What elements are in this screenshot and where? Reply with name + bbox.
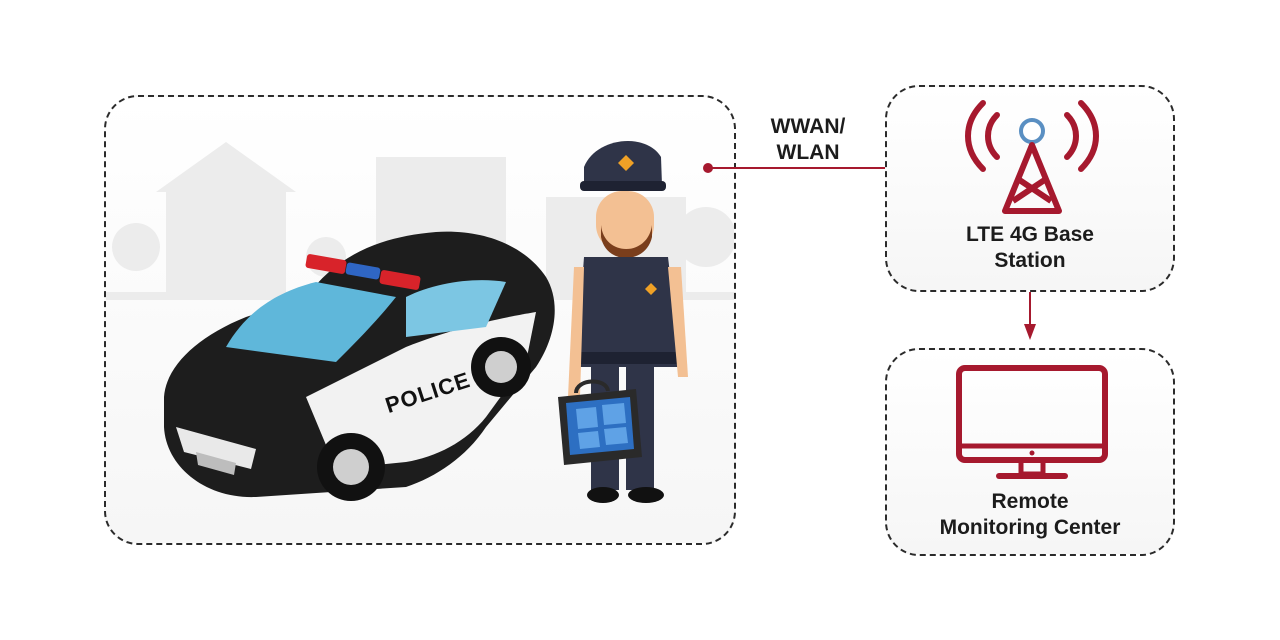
police-car-icon: [164, 231, 555, 501]
field-scene-panel: POLICE: [104, 95, 736, 545]
police-officer-icon: [568, 140, 688, 503]
connection-label: WWAN/ WLAN: [770, 115, 846, 164]
cell-tower-icon: [965, 100, 1099, 214]
base-station-label: LTE 4G Base Station: [966, 223, 1094, 272]
rugged-tablet-icon: [558, 379, 642, 465]
monitoring-center-panel: Remote Monitoring Center: [885, 348, 1175, 556]
base-station-panel: LTE 4G Base Station: [885, 85, 1175, 292]
computer-monitor-icon: [956, 365, 1108, 479]
monitoring-center-label: Remote Monitoring Center: [939, 490, 1121, 539]
